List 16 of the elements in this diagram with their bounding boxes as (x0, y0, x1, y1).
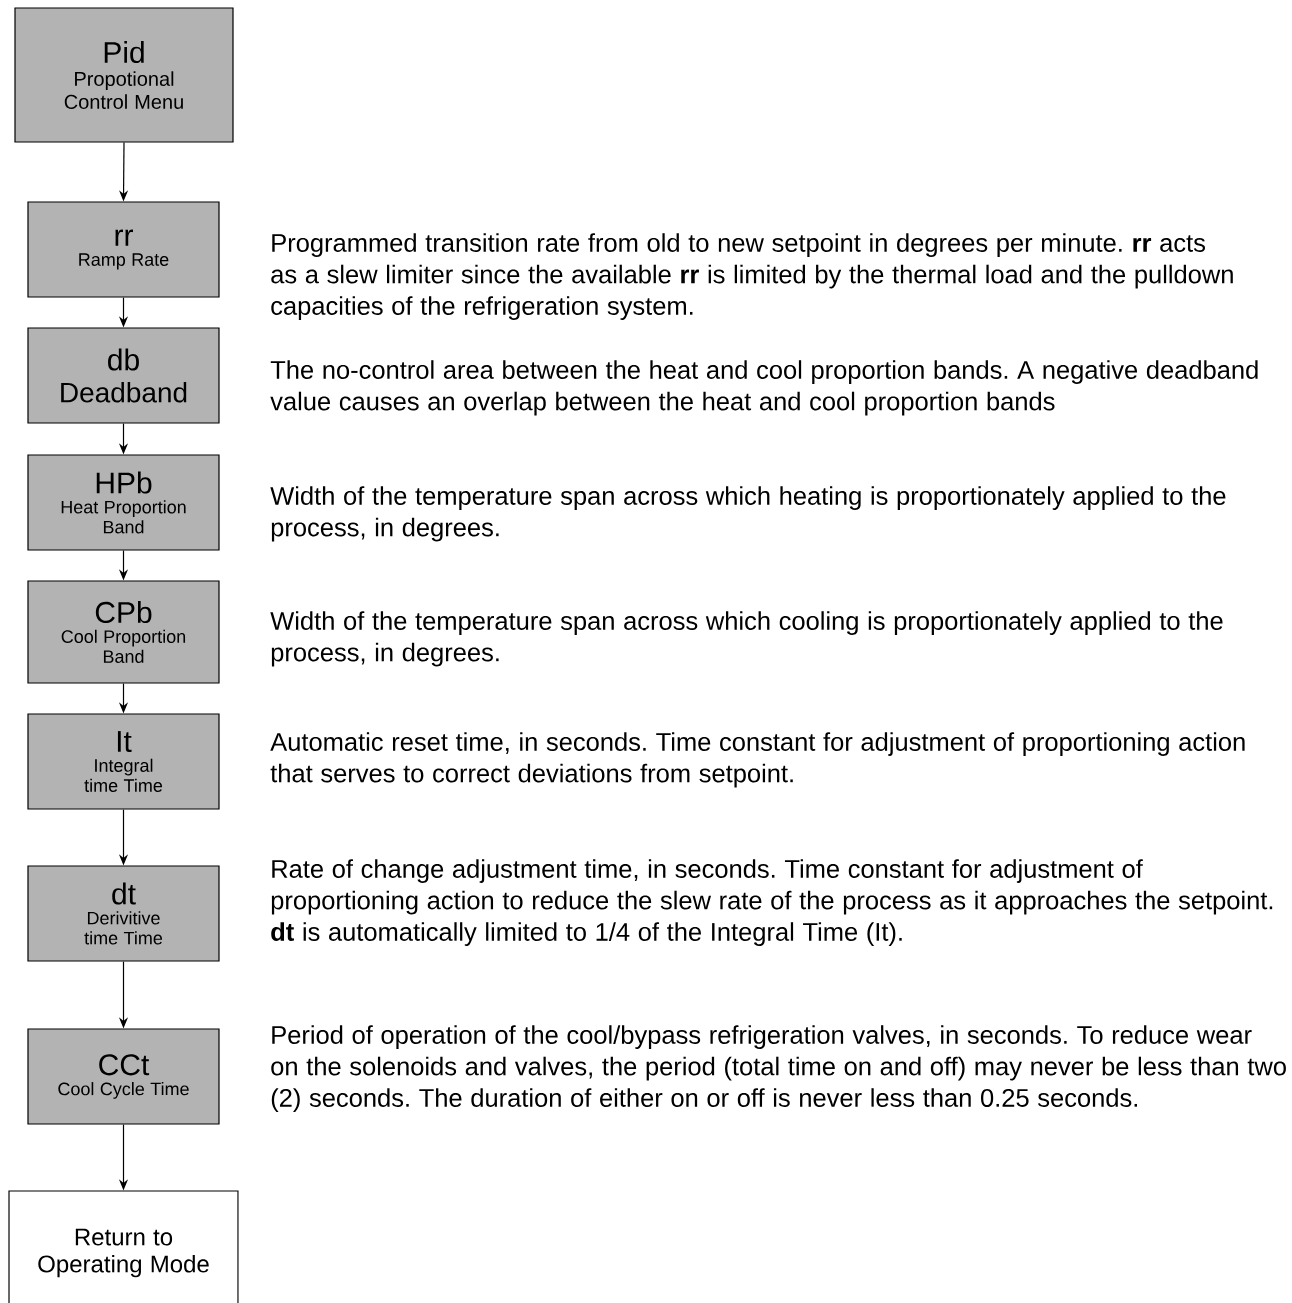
parameter-box: CCt Cool Cycle Time (27, 1028, 220, 1125)
return-box: Return to Operating Mode (8, 1190, 239, 1303)
parameter-box: CPb Cool Proportion Band (27, 580, 220, 684)
parameter-box: HPb Heat Proportion Band (27, 454, 220, 551)
parameter-box: db Deadband (27, 327, 220, 424)
description-text: Programmed transition rate from old to new setpoint in degrees per minute. rr acts as a slew limiter since the available rr is limited by the thermal load and the pulldown capacities of the refrigeration system. (271, 233, 1233, 320)
parameter-box: It Integral time Time (27, 713, 220, 810)
description-text: Width of the temperature span across which cooling is proportionately applied to the process, in degrees. (270, 611, 1223, 667)
description-text: Automatic reset time, in seconds. Time constant for adjustment of proportioning action that serves to correct deviations from setpoint. (270, 732, 1245, 788)
parameter-box: rr Ramp Rate (27, 201, 220, 298)
description-text: The no-control area between the heat and cool proportion bands. A negative deadband value causes an overlap between the heat and cool proportion bands (270, 360, 1258, 416)
description-text: Width of the temperature span across which heating is proportionately applied to the process, in degrees. (270, 486, 1226, 542)
menu-box: Pid Propotional Control Menu (14, 7, 234, 143)
description-text: Period of operation of the cool/bypass refrigeration valves, in seconds. To reduce wear on the solenoids and valves, the period (total time on and off) may never be less than two (2) seconds. The duration of either on or off is never less than 0.25 seconds. (271, 1025, 1286, 1112)
parameter-box: dt Derivitive time Time (27, 865, 220, 962)
description-text: Rate of change adjustment time, in seconds. Time constant for adjustment of proportioning action to reduce the slew rate of the process as it approaches the setpoint. dt is automatically limited to 1/4 of the Integral Time (It). (271, 859, 1273, 946)
